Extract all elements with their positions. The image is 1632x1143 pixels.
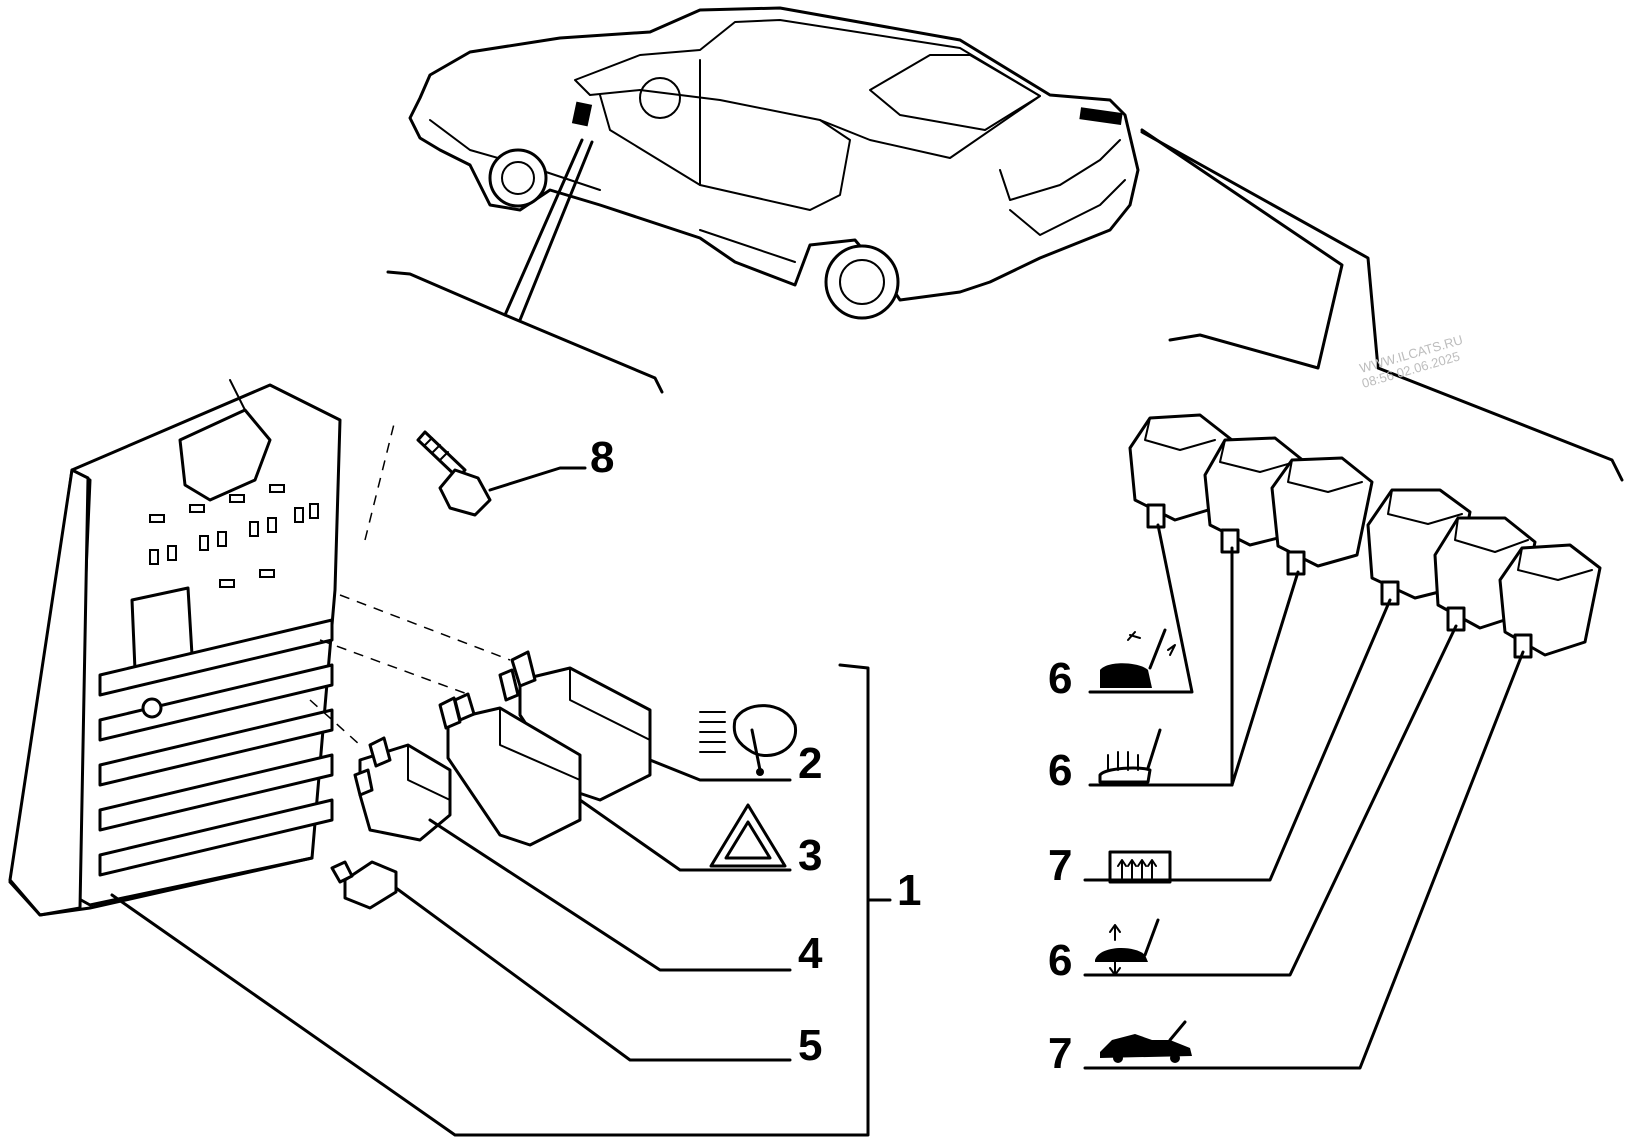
relay-hazard (438, 692, 582, 847)
relay-label-2: 6 (1048, 746, 1072, 795)
fuse-box-location-marker (571, 101, 593, 127)
callout-fuse-box: 1 (897, 866, 921, 915)
relay-small (353, 736, 452, 842)
relay-label-5: 7 (1048, 1029, 1072, 1078)
fuse-box (8, 379, 342, 917)
trunk-open-icon (1100, 1020, 1192, 1063)
relay-location-marker (1079, 107, 1123, 126)
assembly-guide-lines (309, 419, 511, 746)
seat-slide-icon (1100, 628, 1176, 688)
fuse-rows (98, 618, 334, 877)
callout-fuse-mini: 5 (798, 1021, 822, 1070)
car-leader-lines (386, 128, 1624, 482)
relay-label-1: 6 (1048, 654, 1072, 703)
fuse-slots (149, 484, 319, 588)
relay-6 (1498, 543, 1602, 659)
right-callouts: 6 6 7 6 7 (1048, 654, 1072, 1078)
callout-screw: 8 (590, 433, 614, 482)
relay-row (1128, 413, 1602, 659)
fuse-mini (330, 860, 398, 910)
rear-defrost-icon (1108, 850, 1172, 884)
relay-label-3: 7 (1048, 841, 1072, 890)
relay-wiper (498, 650, 652, 802)
callout-relay-hazard: 3 (798, 831, 822, 880)
car-illustration (408, 6, 1140, 320)
seat-heater-icon (1098, 728, 1162, 784)
wiper-icon (699, 704, 797, 776)
callout-relay-small: 4 (798, 929, 823, 978)
screw: 8 (416, 430, 614, 517)
hazard-triangle-icon (709, 803, 787, 868)
left-callouts: 2 3 4 5 1 (798, 739, 921, 1070)
seat-height-icon (1095, 918, 1160, 976)
right-leader-lines (1083, 523, 1525, 1070)
callout-relay-wiper: 2 (798, 739, 822, 788)
relay-3 (1270, 456, 1374, 576)
left-leader-lines (110, 663, 892, 1137)
relay-label-4: 6 (1048, 936, 1072, 985)
